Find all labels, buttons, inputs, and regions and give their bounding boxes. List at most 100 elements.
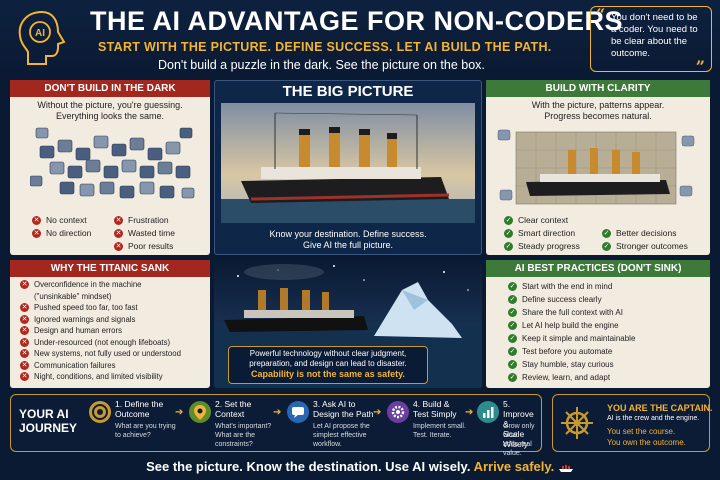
list-item: ✕Communication failures [20,360,116,370]
journey-label-2: JOURNEY [19,421,78,435]
quote-box: “ You don't need to be a coder. You need… [590,5,712,76]
panel-dark-list-2: ✕Frustration ✕Wasted time ✕Poor results [114,214,175,253]
quote-text: You don't need to be a coder. You need t… [611,12,698,59]
panel-big-caption-2: Give AI the full picture. [302,240,394,250]
step-4-desc: Implement small.Test. Iterate. [413,423,466,439]
panel-clarity-list-2: ✓Better decisions ✓Stronger outcomes [602,227,688,253]
header [0,0,720,78]
list-item: ✓Stronger outcomes [602,241,688,252]
list-item: ✓Review, learn, and adapt [508,373,611,383]
check-icon: ✓ [504,229,513,239]
x-icon: ✕ [20,337,29,347]
x-icon: ✕ [20,372,29,382]
x-icon: ✕ [20,360,29,370]
panel-dark-list-1: ✕No context ✕No direction [32,214,91,240]
check-icon: ✓ [504,216,513,226]
journey-label: YOUR AI JOURNEY [19,407,77,435]
panel-big-caption-1: Know your destination. Define success. [269,229,427,239]
panel-practices-heading: AI BEST PRACTICES (DON'T SINK) [486,260,710,277]
list-item: ✕Frustration [114,215,169,226]
list-item: ✓Let AI help build the engine [508,321,619,331]
list-item: ✕Ignored warnings and signals [20,314,136,324]
warning-line-3: Capability is not the same as safety. [251,369,405,379]
check-icon: ✓ [602,242,611,252]
close-quote-icon: ” [695,57,705,76]
x-icon: ✕ [114,229,123,239]
list-item: ✓Start with the end in mind [508,282,613,292]
check-icon: ✓ [508,295,517,305]
check-icon: ✓ [508,334,517,344]
list-item: ✕Night, conditions, and limited visibili… [20,372,163,382]
panel-practices-list: ✓Start with the end in mind ✓Define succ… [508,280,635,384]
list-item: ✓Stay humble, stay curious [508,360,614,370]
journey-label-1: YOUR AI [19,407,69,421]
assembled-puzzle-image [497,129,695,205]
panel-big-caption: Know your destination. Define success. G… [215,229,481,251]
arrow-right-icon: ➔ [373,407,382,418]
panel-clarity-heading: BUILD WITH CLARITY [486,80,710,97]
arrow-right-icon: ➔ [465,407,474,418]
check-icon: ✓ [508,308,517,318]
list-item: ✓Smart direction [504,228,576,239]
target-icon [89,401,111,423]
panel-titanic-list: ✕Overconfidence in the machine ("unsinka… [20,279,181,383]
panel-practices: AI BEST PRACTICES (DON'T SINK) ✓Start wi… [486,260,710,388]
footer-main: See the picture. Know the destination. U… [146,459,471,474]
x-icon: ✕ [32,216,41,226]
step-5-title: 5. Improve &Scale Wisely [503,399,534,449]
page-title: THE AI ADVANTAGE FOR NON-CODERS [90,6,623,36]
titanic-ship-image [221,103,475,223]
check-icon: ✓ [508,373,517,383]
growth-chart-icon [477,401,499,423]
list-item: ✓Share the full context with AI [508,308,623,318]
captain-line-2: You set the course. [607,427,676,436]
list-item: ✓Define success clearly [508,295,602,305]
list-item: ✕Pushed speed too far, too fast [20,303,138,313]
brain-ai-icon: AI [18,10,66,65]
panel-clarity-list-1: ✓Clear context ✓Smart direction ✓Steady … [504,214,580,253]
scattered-puzzle-pieces-image [30,127,195,199]
check-icon: ✓ [602,229,611,239]
list-item: ✓Steady progress [504,241,580,252]
footer-accent: Arrive safely. [473,459,555,474]
panel-dark-heading: DON'T BUILD IN THE DARK [10,80,210,97]
panel-dark: DON'T BUILD IN THE DARK Without the pict… [10,80,210,255]
panel-big-picture: THE BIG PICTURE Know your destination. D… [214,80,482,255]
iceberg-scene: Powerful technology without clear judgme… [214,260,482,388]
panel-dark-intro: Without the picture, you're guessing. Ev… [10,100,210,122]
open-quote-icon: “ [596,5,606,24]
x-icon: ✕ [20,326,29,336]
list-item: ✕Under-resourced (not enough lifeboats) [20,337,171,347]
captain-line-1: AI is the crew and the engine. [607,415,700,422]
list-item: ✓Better decisions [602,228,677,239]
ship-icon [558,464,573,472]
list-item: ✓Keep it simple and maintainable [508,334,636,344]
x-icon: ✕ [20,303,29,313]
panel-clarity-intro: With the picture, patterns appear. Progr… [486,100,710,122]
page-tagline: Don't build a puzzle in the dark. See th… [158,58,485,72]
list-item: ✕Poor results [114,241,174,252]
chat-bubble-icon [287,401,309,423]
arrow-right-icon: ➔ [273,407,282,418]
x-icon: ✕ [20,349,29,359]
list-item: ✓Test before you automate [508,347,613,357]
captain-box: YOU ARE THE CAPTAIN. AI is the crew and … [552,394,713,452]
location-pin-icon [189,401,211,423]
x-icon: ✕ [114,242,123,252]
gear-icon [387,401,409,423]
warning-box: Powerful technology without clear judgme… [228,346,428,384]
x-icon: ✕ [114,216,123,226]
x-icon: ✕ [20,280,29,290]
list-item: ✕Overconfidence in the machine [20,280,142,290]
arrow-right-icon: ➔ [175,407,184,418]
check-icon: ✓ [508,321,517,331]
panel-big-heading: THE BIG PICTURE [282,83,414,100]
panel-titanic-heading: WHY THE TITANIC SANK [10,260,210,277]
step-4-title: 4. Build &Test Simply [413,399,457,419]
